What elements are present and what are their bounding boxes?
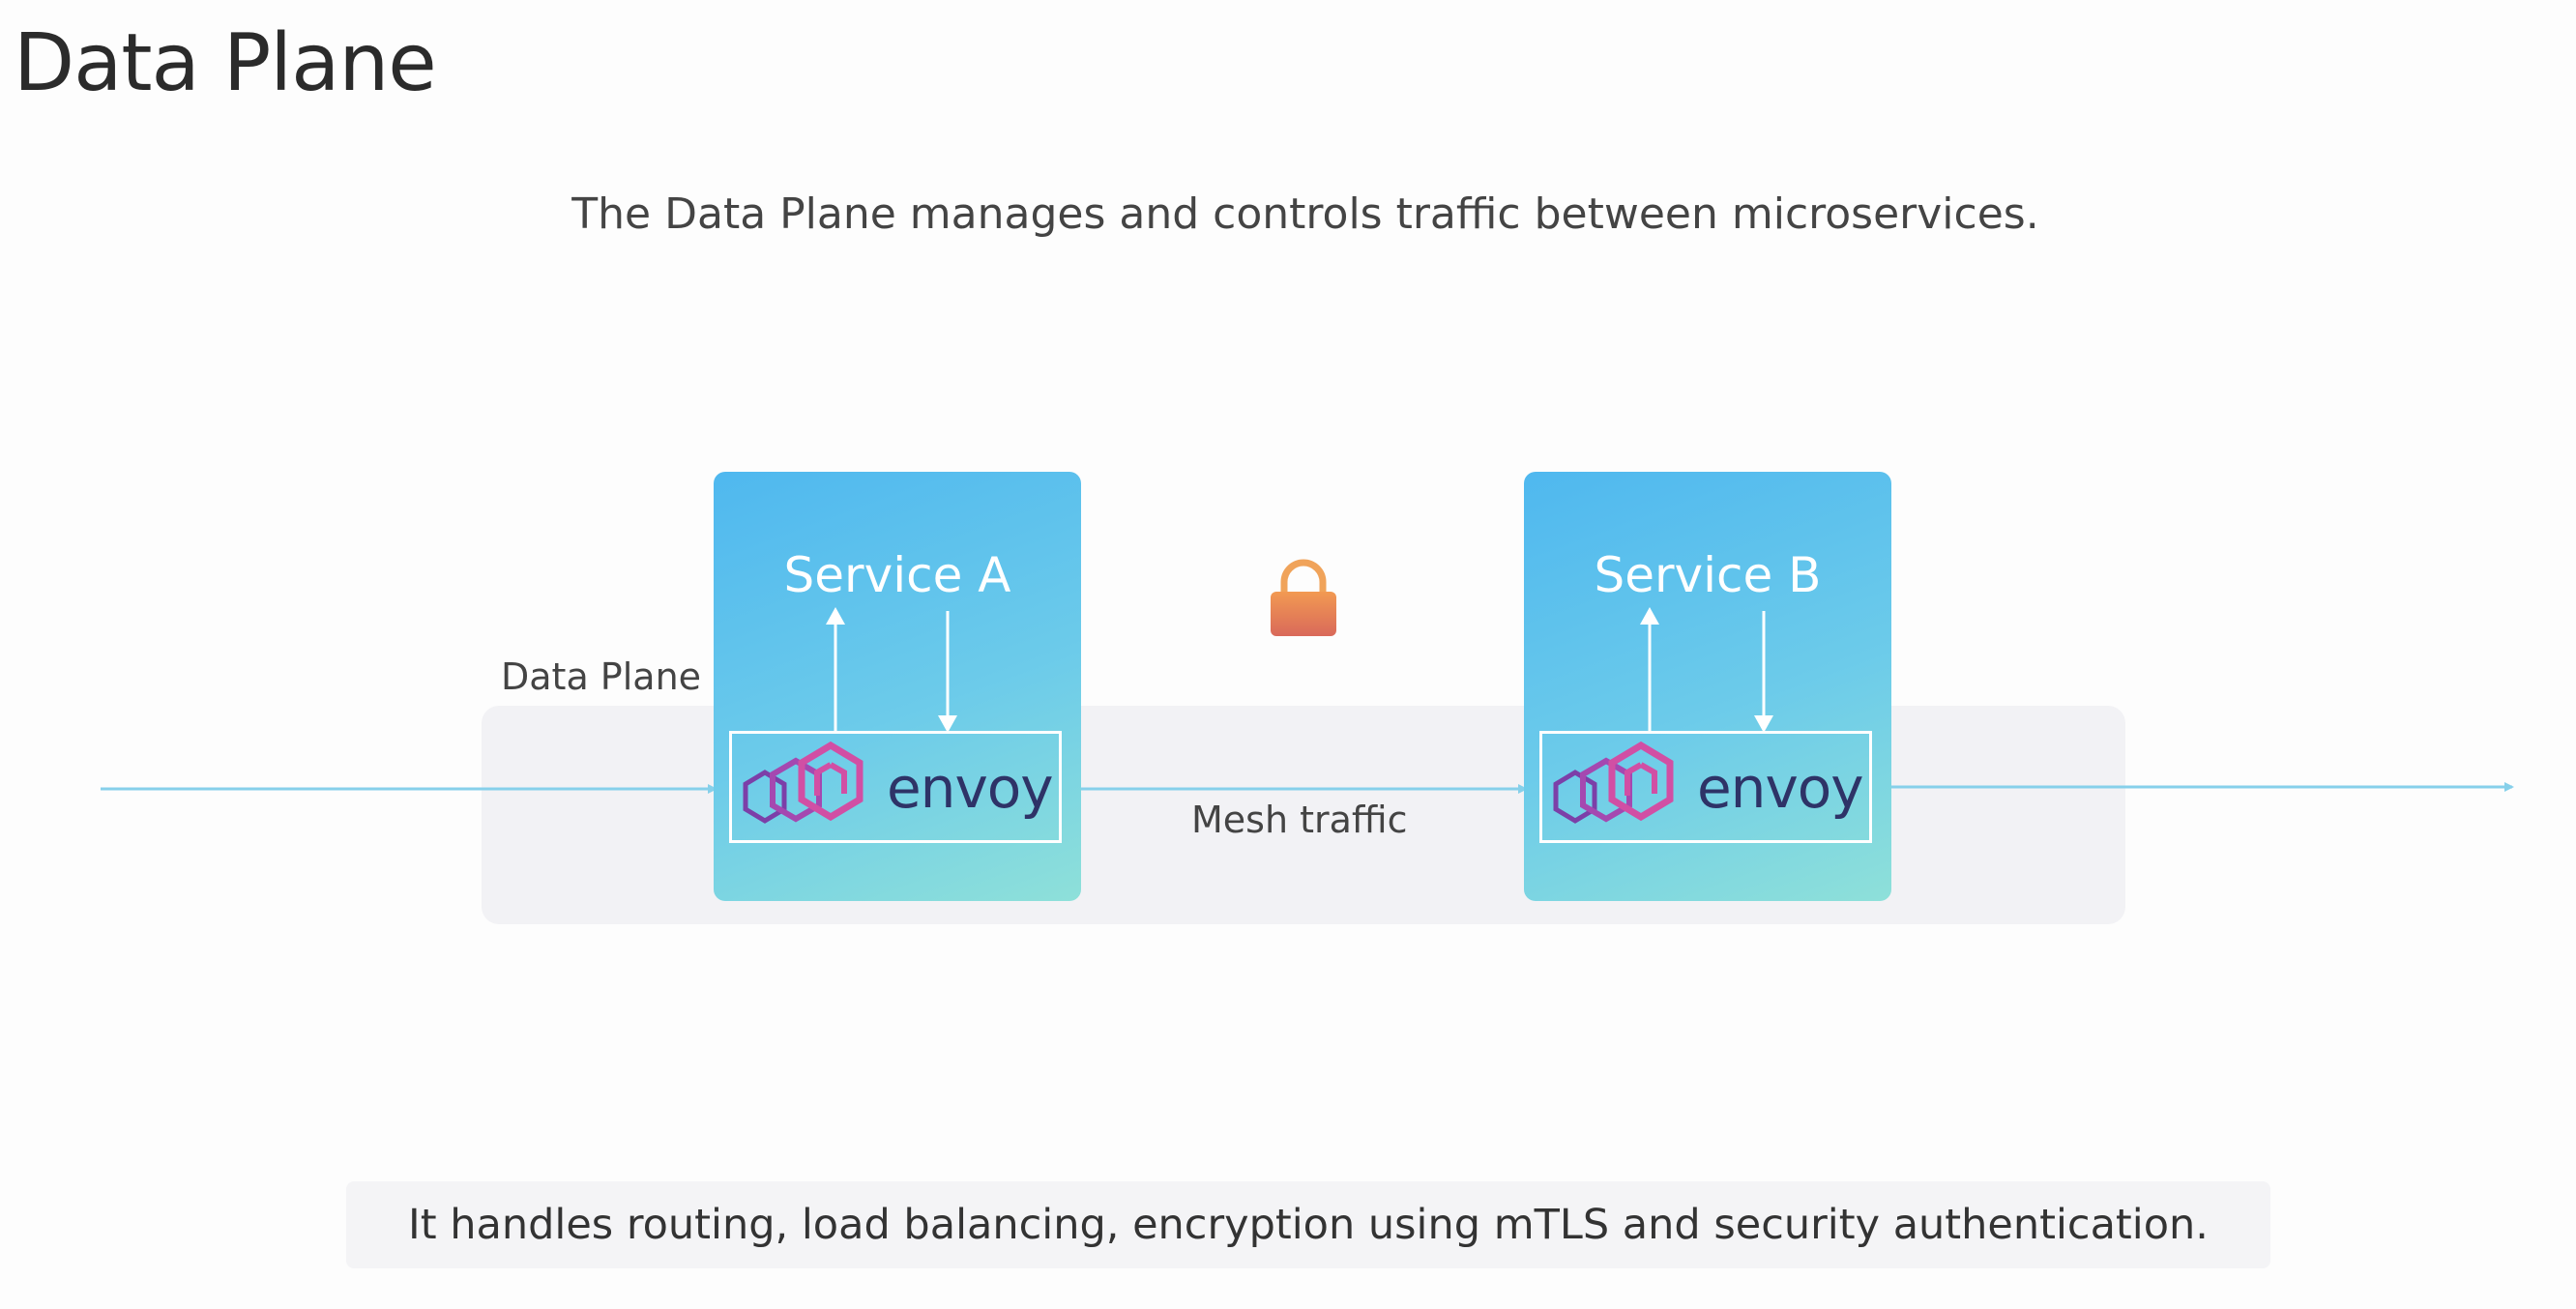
envoy-wordmark: envoy — [1697, 755, 1864, 821]
page-title: Data Plane — [14, 17, 437, 109]
envoy-logo-icon — [743, 741, 864, 824]
service-a-proxy-arrows — [826, 607, 957, 733]
envoy-wordmark: envoy — [887, 755, 1054, 821]
mesh-traffic-label: Mesh traffic — [1191, 799, 1408, 841]
lock-icon — [1271, 559, 1336, 636]
footer-text: It handles routing, load balancing, encr… — [408, 1201, 2209, 1249]
service-b-name: Service B — [1594, 547, 1822, 603]
service-a-card: Service A envoy — [714, 472, 1081, 901]
service-b-proxy-arrows — [1640, 607, 1773, 733]
service-a-envoy-sidecar: envoy — [729, 731, 1062, 843]
page-subtitle: The Data Plane manages and controls traf… — [571, 189, 2039, 239]
footer-caption: It handles routing, load balancing, encr… — [346, 1181, 2270, 1268]
service-a-name: Service A — [783, 547, 1011, 603]
data-plane-label: Data Plane — [501, 655, 702, 698]
service-b-card: Service B envoy — [1524, 472, 1891, 901]
service-b-envoy-sidecar: envoy — [1539, 731, 1872, 843]
envoy-logo-icon — [1553, 741, 1674, 824]
